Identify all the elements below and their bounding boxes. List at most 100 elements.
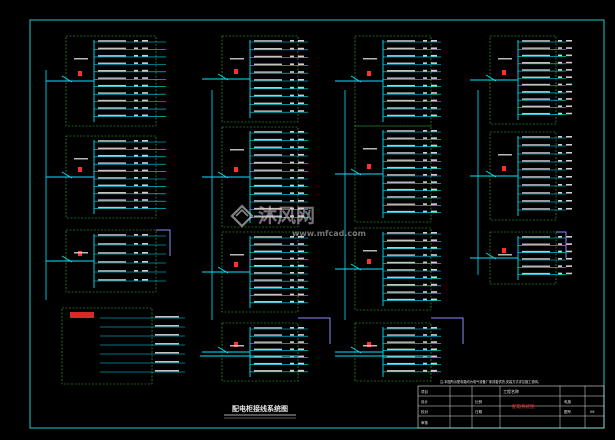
breaker-mark: [134, 147, 138, 149]
load-mark: [298, 55, 304, 58]
lv-panel-tag: [70, 312, 94, 318]
feeder-label: [387, 362, 415, 365]
load-mark: [298, 300, 304, 303]
feeder-label: [98, 140, 126, 142]
breaker-mark: [423, 152, 427, 154]
breaker-mark: [290, 146, 294, 148]
load-mark: [431, 130, 437, 132]
load-mark: [142, 114, 148, 117]
main-breaker-label: [502, 248, 506, 253]
load-mark: [566, 69, 572, 71]
feeder-label: [387, 40, 415, 42]
feeder-label: [98, 199, 126, 201]
load-mark: [566, 168, 572, 170]
feeder-label: [522, 160, 550, 162]
breaker-mark: [558, 168, 562, 170]
load-mark: [298, 293, 304, 296]
load-mark: [566, 54, 572, 57]
feeder-label: [387, 130, 415, 132]
load-mark: [298, 110, 304, 112]
load-mark: [431, 114, 437, 117]
feeder-label: [522, 184, 550, 186]
breaker-mark: [134, 77, 138, 79]
breaker-mark: [423, 269, 427, 271]
load-mark: [142, 47, 148, 50]
tb-project-label: 项目: [421, 389, 428, 394]
feeder-label: [387, 327, 415, 329]
breaker-mark: [290, 272, 294, 274]
breaker-mark: [423, 334, 427, 336]
breaker-mark: [423, 92, 427, 94]
load-mark: [298, 355, 304, 358]
feeder-label: [98, 184, 126, 186]
load-mark: [298, 286, 304, 288]
feeder-label: [387, 210, 415, 213]
feeder-label: [387, 62, 415, 64]
feeder-label: [254, 55, 282, 58]
drawing-note: 注:本图所示配电箱均为电气设备厂家成套供货,安装方式详见施工说明。: [440, 379, 541, 384]
feeder-label: [254, 293, 282, 296]
breaker-mark: [290, 177, 294, 179]
breaker-mark: [423, 196, 427, 198]
feeder-label: [254, 215, 282, 217]
breaker-mark: [558, 258, 562, 260]
load-mark: [566, 61, 572, 64]
breaker-mark: [134, 252, 138, 254]
load-mark: [142, 40, 148, 42]
breaker-mark: [423, 40, 427, 42]
lv-outgoing-label: [155, 334, 179, 336]
breaker-mark: [290, 169, 294, 171]
load-mark: [298, 341, 304, 343]
main-switch: [217, 171, 229, 179]
load-mark: [566, 83, 572, 86]
lv-outgoing-label: [155, 370, 179, 372]
load-mark: [142, 199, 148, 201]
breaker-mark: [290, 362, 294, 365]
load-mark: [431, 99, 437, 102]
load-mark: [566, 208, 572, 210]
load-mark: [431, 283, 437, 286]
feeder-label: [522, 176, 550, 178]
breaker-mark: [423, 327, 427, 329]
main-switch: [217, 346, 229, 354]
watermark-brand: 沐风网: [258, 205, 315, 227]
breaker-mark: [134, 234, 138, 236]
feeder-label: [387, 269, 415, 271]
breaker-mark: [558, 54, 562, 57]
main-breaker-label: [234, 342, 238, 347]
feeder-label: [98, 279, 126, 281]
breaker-mark: [134, 107, 138, 109]
tb-date-label: 日期: [475, 409, 483, 414]
load-mark: [566, 76, 572, 78]
breaker-mark: [134, 69, 138, 72]
load-mark: [431, 107, 437, 109]
lv-outgoing-label: [155, 316, 179, 318]
feeder-label: [387, 276, 415, 278]
breaker-mark: [423, 261, 427, 264]
feeder-label: [522, 91, 550, 93]
feeder-label: [522, 62, 550, 64]
panel-name: [230, 58, 244, 60]
main-breaker-label: [78, 167, 82, 172]
feeder-label: [254, 265, 282, 267]
panel-name: [74, 158, 88, 160]
load-mark: [298, 138, 304, 141]
feeder-label: [522, 54, 550, 57]
feeder-label: [98, 243, 126, 245]
watermark: 沐风网 www.mfcad.com: [230, 204, 366, 238]
main-lv-panel: [61, 307, 153, 385]
breaker-mark: [423, 174, 427, 176]
main-switch: [350, 75, 362, 83]
breaker-mark: [290, 264, 294, 267]
breaker-mark: [558, 243, 562, 245]
load-mark: [142, 261, 148, 263]
feeder-label: [254, 169, 282, 171]
main-switch: [217, 266, 229, 274]
feeder-label: [98, 55, 126, 57]
breaker-mark: [423, 137, 427, 139]
distribution-panels: [45, 35, 572, 385]
lv-outgoing-label: [155, 325, 179, 327]
panel-name: [498, 58, 512, 60]
main-switch: [350, 346, 362, 354]
